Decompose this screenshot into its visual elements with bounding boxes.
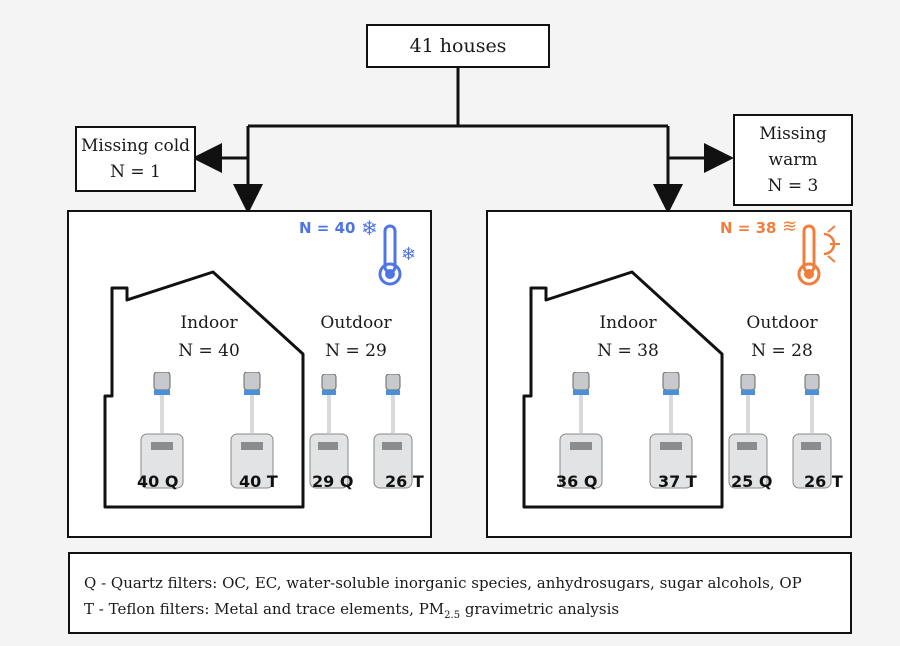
cold-indoor-label: Indoor [180, 313, 238, 333]
thermometer-warm-icon [797, 224, 840, 286]
missing-warm-label-1: Missing [759, 124, 827, 144]
legend-pm-subscript: 2.5 [444, 610, 461, 621]
missing-cold-count: N = 1 [110, 162, 161, 182]
cold-indoor-n: N = 40 [178, 341, 240, 361]
thermometer-cold-icon [378, 224, 402, 286]
cold-outdoor-teflon-count: 26 T [385, 472, 424, 491]
cold-indoor-teflon-count: 40 T [239, 472, 278, 491]
heat-waves-icon: ≋ [782, 216, 798, 237]
cold-indoor-quartz-count: 40 Q [137, 472, 179, 491]
cold-n-badge: N = 40 [299, 219, 356, 237]
warm-indoor-n: N = 38 [597, 341, 659, 361]
legend-teflon-line: T - Teflon filters: Metal and trace elem… [84, 600, 619, 621]
warm-indoor-quartz-count: 36 Q [556, 472, 598, 491]
warm-outdoor-label: Outdoor [746, 313, 818, 333]
total-houses-label: 41 houses [409, 35, 507, 57]
warm-indoor-label: Indoor [599, 313, 657, 333]
legend-quartz-line: Q - Quartz filters: OC, EC, water-solubl… [84, 574, 802, 592]
warm-outdoor-quartz-count: 25 Q [731, 472, 773, 491]
house-outline [522, 270, 724, 509]
warm-outdoor-teflon-count: 26 T [804, 472, 843, 491]
cold-panel-graphics [103, 224, 402, 509]
missing-warm-box: Missing warm N = 3 [733, 114, 853, 206]
warm-season-panel: N = 38 ≋ Indoor N = 38 Outdoor N = 28 [486, 210, 852, 538]
warm-n-badge: N = 38 [720, 219, 777, 237]
missing-warm-count: N = 3 [767, 176, 819, 196]
legend-teflon-text-post: gravimetric analysis [460, 600, 620, 618]
missing-cold-box: Missing cold N = 1 [75, 126, 196, 192]
warm-indoor-teflon-count: 37 T [658, 472, 697, 491]
filter-legend: Q - Quartz filters: OC, EC, water-solubl… [68, 552, 852, 634]
warm-panel-graphics [522, 224, 840, 509]
snowflake-small-icon: ❄ [401, 244, 417, 265]
snowflake-icon: ❄ [361, 216, 378, 240]
legend-teflon-text: T - Teflon filters: Metal and trace elem… [84, 600, 445, 618]
warm-outdoor-n: N = 28 [751, 341, 813, 361]
total-houses-box: 41 houses [366, 24, 550, 68]
cold-outdoor-n: N = 29 [325, 341, 387, 361]
cold-outdoor-quartz-count: 29 Q [312, 472, 354, 491]
missing-warm-label-2: warm [768, 150, 818, 170]
missing-cold-label: Missing cold [80, 136, 191, 156]
cold-outdoor-label: Outdoor [320, 313, 392, 333]
cold-season-panel: N = 40 ❄ ❄ Indoor N = 40 Outdoor N = 29 [67, 210, 432, 538]
house-outline [103, 270, 305, 509]
